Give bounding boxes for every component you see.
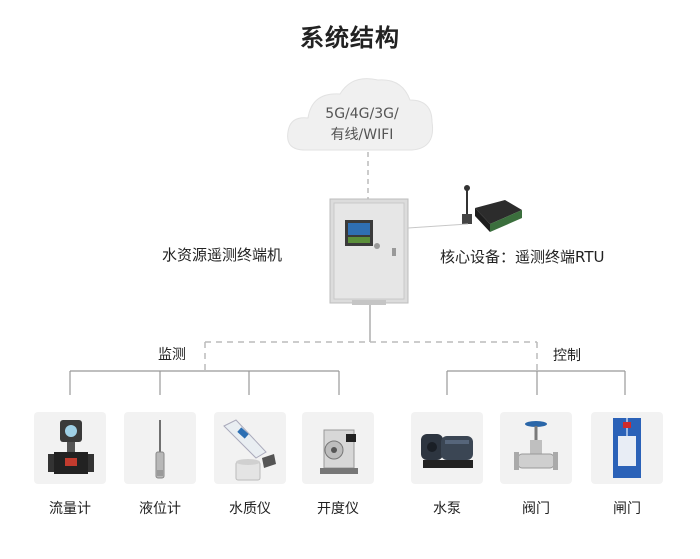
device-tile-level-gauge bbox=[124, 412, 196, 484]
device-label-opening-meter: 开度仪 bbox=[317, 501, 359, 517]
cloud-line-2: 有线/WIFI bbox=[330, 127, 394, 143]
water-quality-meter-icon bbox=[223, 419, 276, 481]
terminal-label: 水资源遥测终端机 bbox=[162, 246, 283, 264]
water-pump-icon bbox=[421, 434, 473, 468]
device-label-flowmeter: 流量计 bbox=[49, 501, 91, 517]
device-tile-flowmeter bbox=[34, 412, 106, 484]
opening-meter-icon bbox=[320, 429, 358, 474]
telemetry-cabinet-icon bbox=[329, 198, 409, 305]
device-label-water-pump: 水泵 bbox=[433, 501, 461, 517]
device-label-sluice-gate: 闸门 bbox=[613, 501, 641, 517]
device-tile-water-pump bbox=[411, 412, 483, 484]
device-tile-sluice-gate bbox=[591, 412, 663, 484]
device-label-water-quality: 水质仪 bbox=[229, 501, 271, 517]
cloud-icon bbox=[287, 78, 434, 151]
flowmeter-icon bbox=[48, 420, 94, 474]
control-group-label: 控制 bbox=[553, 348, 581, 364]
cloud-network-label: 5G/4G/3G/ 有线/WIFI bbox=[300, 104, 424, 146]
level-gauge-icon bbox=[155, 420, 165, 479]
monitor-group-label: 监测 bbox=[158, 347, 186, 363]
device-label-valve: 阀门 bbox=[522, 501, 550, 517]
valve-icon bbox=[514, 421, 558, 470]
page-title: 系统结构 bbox=[300, 24, 400, 52]
core-device-label: 核心设备：遥测终端RTU bbox=[440, 248, 605, 266]
rtu-device-icon bbox=[462, 185, 522, 232]
sluice-gate-icon bbox=[613, 418, 641, 478]
device-tile-water-quality bbox=[214, 412, 286, 484]
cloud-line-1: 5G/4G/3G/ bbox=[325, 106, 399, 122]
device-label-level-gauge: 液位计 bbox=[139, 501, 181, 517]
device-tile-valve bbox=[500, 412, 572, 484]
device-tile-opening-meter bbox=[302, 412, 374, 484]
